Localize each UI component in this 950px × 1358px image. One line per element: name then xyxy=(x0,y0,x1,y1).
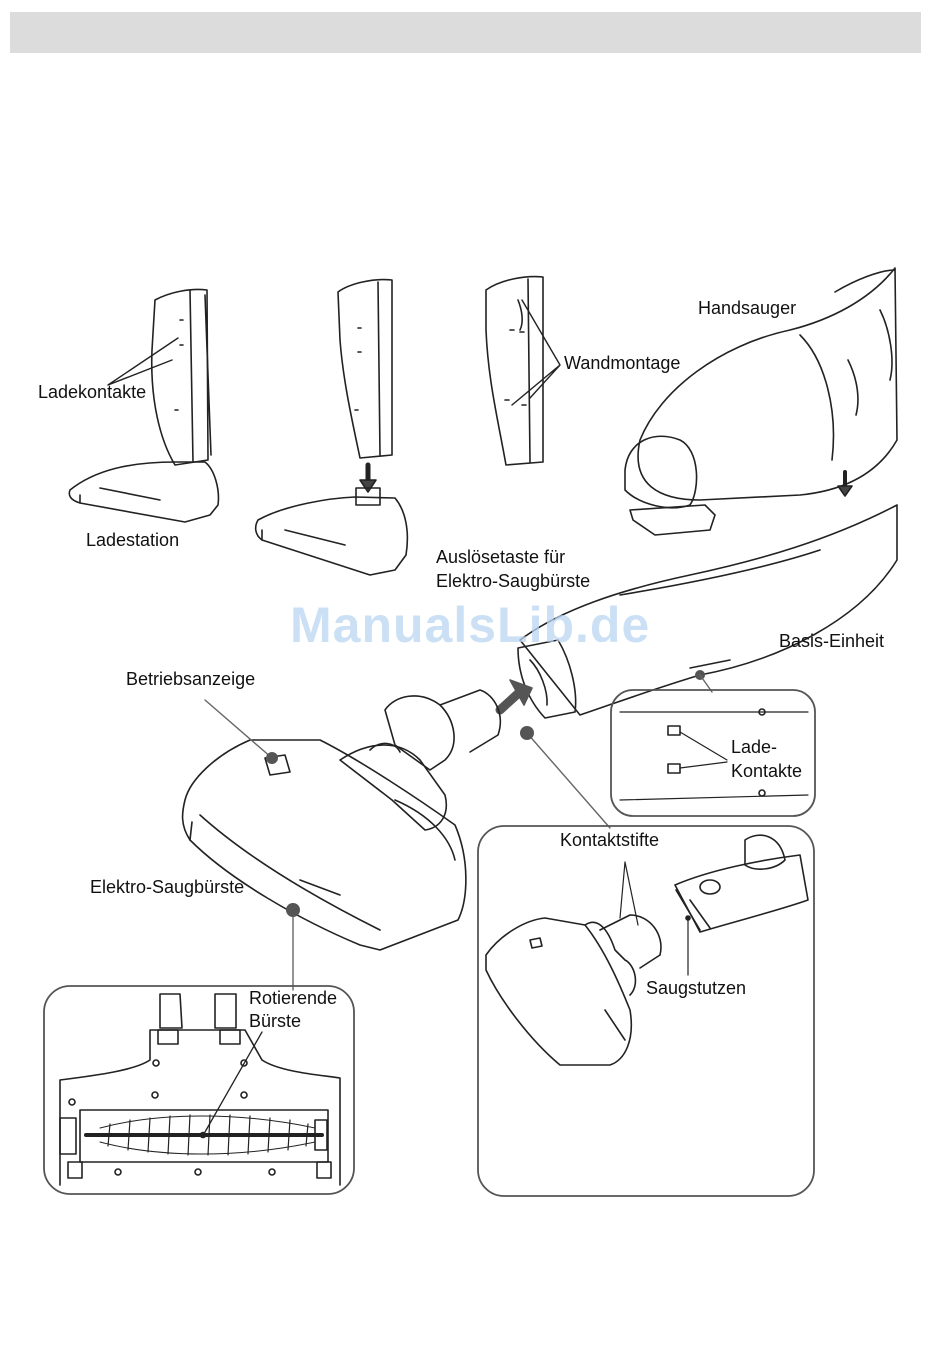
callout-rotating-brush xyxy=(44,986,354,1194)
label-handsauger: Handsauger xyxy=(698,297,796,319)
label-ladestation: Ladestation xyxy=(86,529,179,551)
label-ausloesetaste-line2: Elektro-Saugbürste xyxy=(436,570,590,592)
label-ladekontakte: Ladekontakte xyxy=(38,381,146,403)
callout-charging-contacts xyxy=(611,690,815,816)
electric-floor-brush xyxy=(183,690,501,950)
charging-station-separated xyxy=(256,280,408,575)
label-rotierende-line1: Rotierende xyxy=(249,987,337,1009)
label-saugstutzen: Saugstutzen xyxy=(646,977,746,999)
label-betriebsanzeige: Betriebsanzeige xyxy=(126,668,255,690)
charging-station-wall-mount xyxy=(486,277,543,465)
label-lade-kontakte-line1: Lade- xyxy=(731,736,777,758)
watermark: ManualsLib.de xyxy=(290,596,650,654)
charging-station-assembled xyxy=(69,289,218,522)
label-basis-einheit: Basis-Einheit xyxy=(779,630,884,652)
callout-contact-pins xyxy=(478,826,814,1196)
label-wandmontage: Wandmontage xyxy=(564,352,680,374)
label-elektro-saugbuerste: Elektro-Saugbürste xyxy=(90,876,244,898)
label-kontaktstifte: Kontaktstifte xyxy=(560,829,659,851)
label-rotierende-line2: Bürste xyxy=(249,1010,301,1032)
label-lade-kontakte-line2: Kontakte xyxy=(731,760,802,782)
label-ausloesetaste-line1: Auslösetaste für xyxy=(436,546,565,568)
